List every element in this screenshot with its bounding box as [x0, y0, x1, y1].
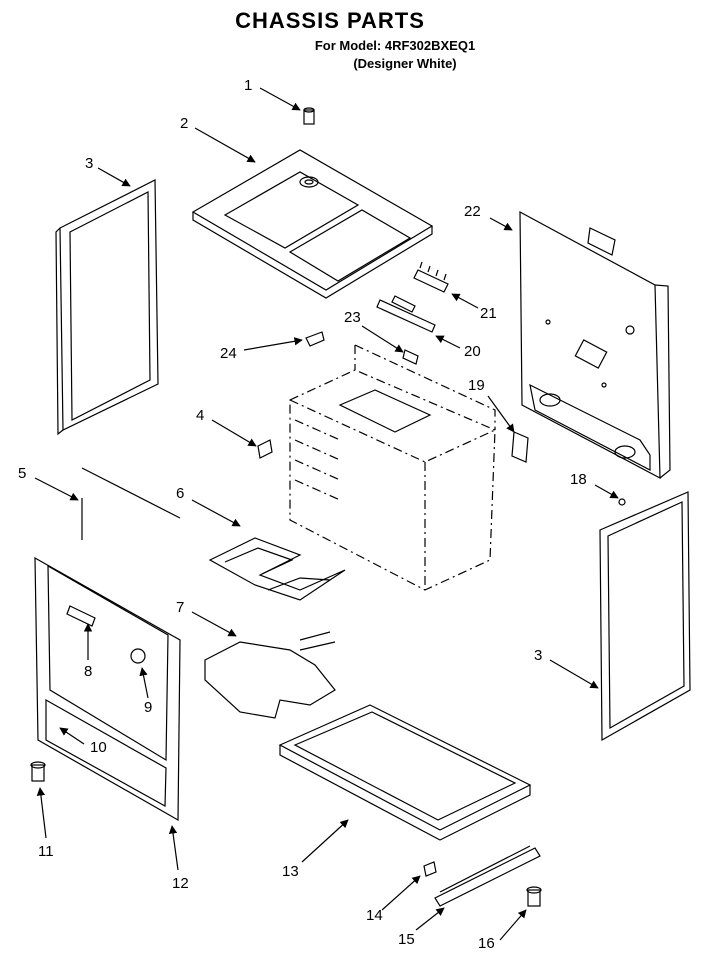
- part-5-gasket: [81, 467, 181, 540]
- callout-8: 8: [84, 663, 92, 680]
- part-11-leveling-leg: [30, 761, 46, 782]
- part-16-leveling-leg: [526, 886, 542, 907]
- callout-1: 1: [244, 77, 252, 94]
- callout-13: 13: [282, 863, 299, 880]
- callout-23: 23: [344, 309, 361, 326]
- callout-labels: 1 2 3 3 4 5 6 7 8 9 10 11 12 13 14 15 16…: [18, 77, 587, 952]
- oven-cavity: [289, 344, 496, 591]
- part-21-terminal-block: [413, 261, 449, 293]
- callout-15: 15: [398, 931, 415, 948]
- part-3-side-panel-left: [55, 179, 159, 436]
- callout-12: 12: [172, 875, 189, 892]
- callout-19: 19: [468, 377, 485, 394]
- part-2-burner-box: [191, 149, 434, 299]
- callout-3-left: 3: [85, 155, 93, 172]
- part-3-side-panel-right: [599, 491, 691, 742]
- callout-6: 6: [176, 485, 184, 502]
- part-22-rear-panel: [519, 210, 671, 480]
- callout-18: 18: [570, 471, 587, 488]
- part-6-bake-element: [208, 537, 346, 601]
- callout-9: 9: [144, 699, 152, 716]
- callout-16: 16: [478, 935, 495, 952]
- part-1-connector: [303, 107, 315, 125]
- part-14-clip: [423, 861, 437, 877]
- part-18-screw: [618, 498, 626, 506]
- callout-2: 2: [180, 115, 188, 132]
- callout-3-right: 3: [534, 647, 542, 664]
- part-4-clip: [257, 439, 273, 459]
- part-15-toe-kick: [434, 845, 541, 907]
- leader-lines: [34, 87, 619, 941]
- part-12-front-frame: [34, 556, 181, 822]
- callout-22: 22: [464, 203, 481, 220]
- diagram-title: CHASSIS PARTS: [235, 8, 425, 33]
- callout-20: 20: [464, 343, 481, 360]
- callout-10: 10: [90, 739, 107, 756]
- callout-4: 4: [196, 407, 204, 424]
- callout-11: 11: [38, 843, 54, 860]
- callout-14: 14: [366, 907, 383, 924]
- callout-5: 5: [18, 465, 26, 482]
- part-7-broil-element: [204, 631, 336, 719]
- color-line: (Designer White): [353, 56, 457, 71]
- callout-7: 7: [176, 599, 184, 616]
- callout-24: 24: [220, 345, 237, 362]
- model-line: For Model: 4RF302BXEQ1: [314, 38, 476, 53]
- callout-21: 21: [480, 305, 497, 322]
- part-13-drawer: [278, 704, 532, 841]
- part-19-bracket: [511, 431, 529, 463]
- part-24-clip: [305, 331, 325, 347]
- part-20-bracket: [376, 295, 436, 333]
- part-23-clip: [402, 349, 419, 365]
